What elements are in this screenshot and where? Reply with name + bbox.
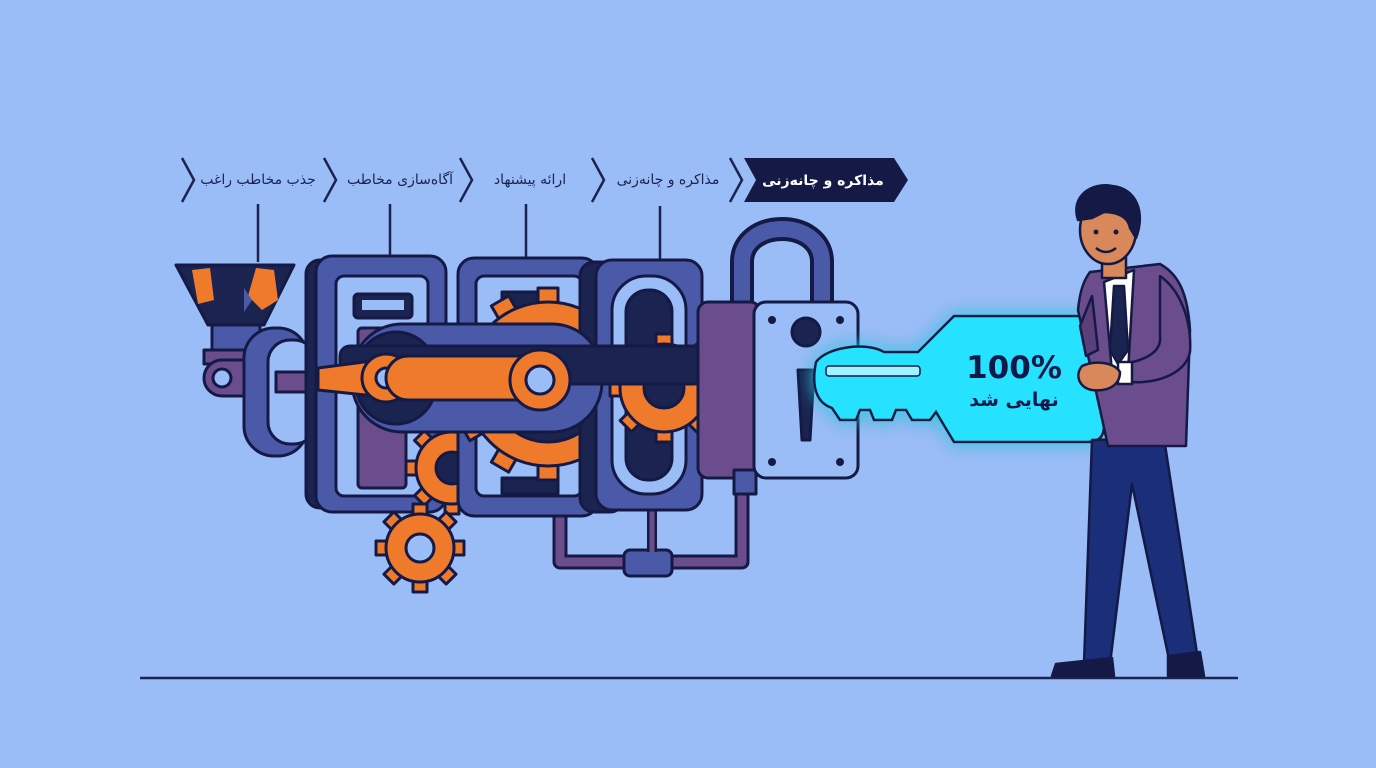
sales-machine xyxy=(174,217,860,594)
step-5-active: مذاکره و چانه‌زنی xyxy=(728,157,908,203)
hand xyxy=(1077,361,1122,392)
left-eye xyxy=(1093,229,1099,235)
key-icon xyxy=(813,314,1106,444)
chevron-icon xyxy=(322,157,338,203)
step-label: مذاکره و چانه‌زنی xyxy=(762,173,884,189)
hair xyxy=(1075,184,1142,240)
chevron-icon xyxy=(728,157,744,203)
right-shoe xyxy=(1166,650,1206,678)
chevron-icon xyxy=(590,157,606,203)
pipeline-steps: جذب مخاطب راغب آگاه‌سازی مخاطب ارائه پیش… xyxy=(180,157,908,203)
step-2: آگاه‌سازی مخاطب xyxy=(322,157,454,203)
smile xyxy=(1095,246,1117,254)
step-label: ارائه پیشنهاد xyxy=(494,172,566,188)
left-arm xyxy=(1078,294,1100,358)
step-1: جذب مخاطب راغب xyxy=(180,157,316,203)
left-shoe xyxy=(1050,656,1116,678)
chevron-icon xyxy=(180,157,196,203)
step-3: ارائه پیشنهاد xyxy=(458,157,566,203)
right-arm xyxy=(1122,274,1192,384)
connecting-rod xyxy=(316,348,572,412)
key-percent: 100% xyxy=(966,350,1062,386)
right-eye xyxy=(1113,229,1119,235)
step-label: آگاه‌سازی مخاطب xyxy=(347,171,454,188)
trousers xyxy=(1082,436,1200,666)
pipes xyxy=(552,472,750,578)
gear-icon xyxy=(374,502,466,594)
active-step-banner xyxy=(744,158,908,202)
connector-lines xyxy=(256,204,662,262)
chevron-icon xyxy=(458,157,474,203)
step-label: مذاکره و چانه‌زنی xyxy=(617,172,720,188)
step-label: جذب مخاطب راغب xyxy=(200,172,316,188)
businessman xyxy=(1050,184,1206,678)
tie xyxy=(1108,284,1130,366)
step-4: مذاکره و چانه‌زنی xyxy=(590,157,720,203)
key-status: نهایی شد xyxy=(969,389,1058,411)
